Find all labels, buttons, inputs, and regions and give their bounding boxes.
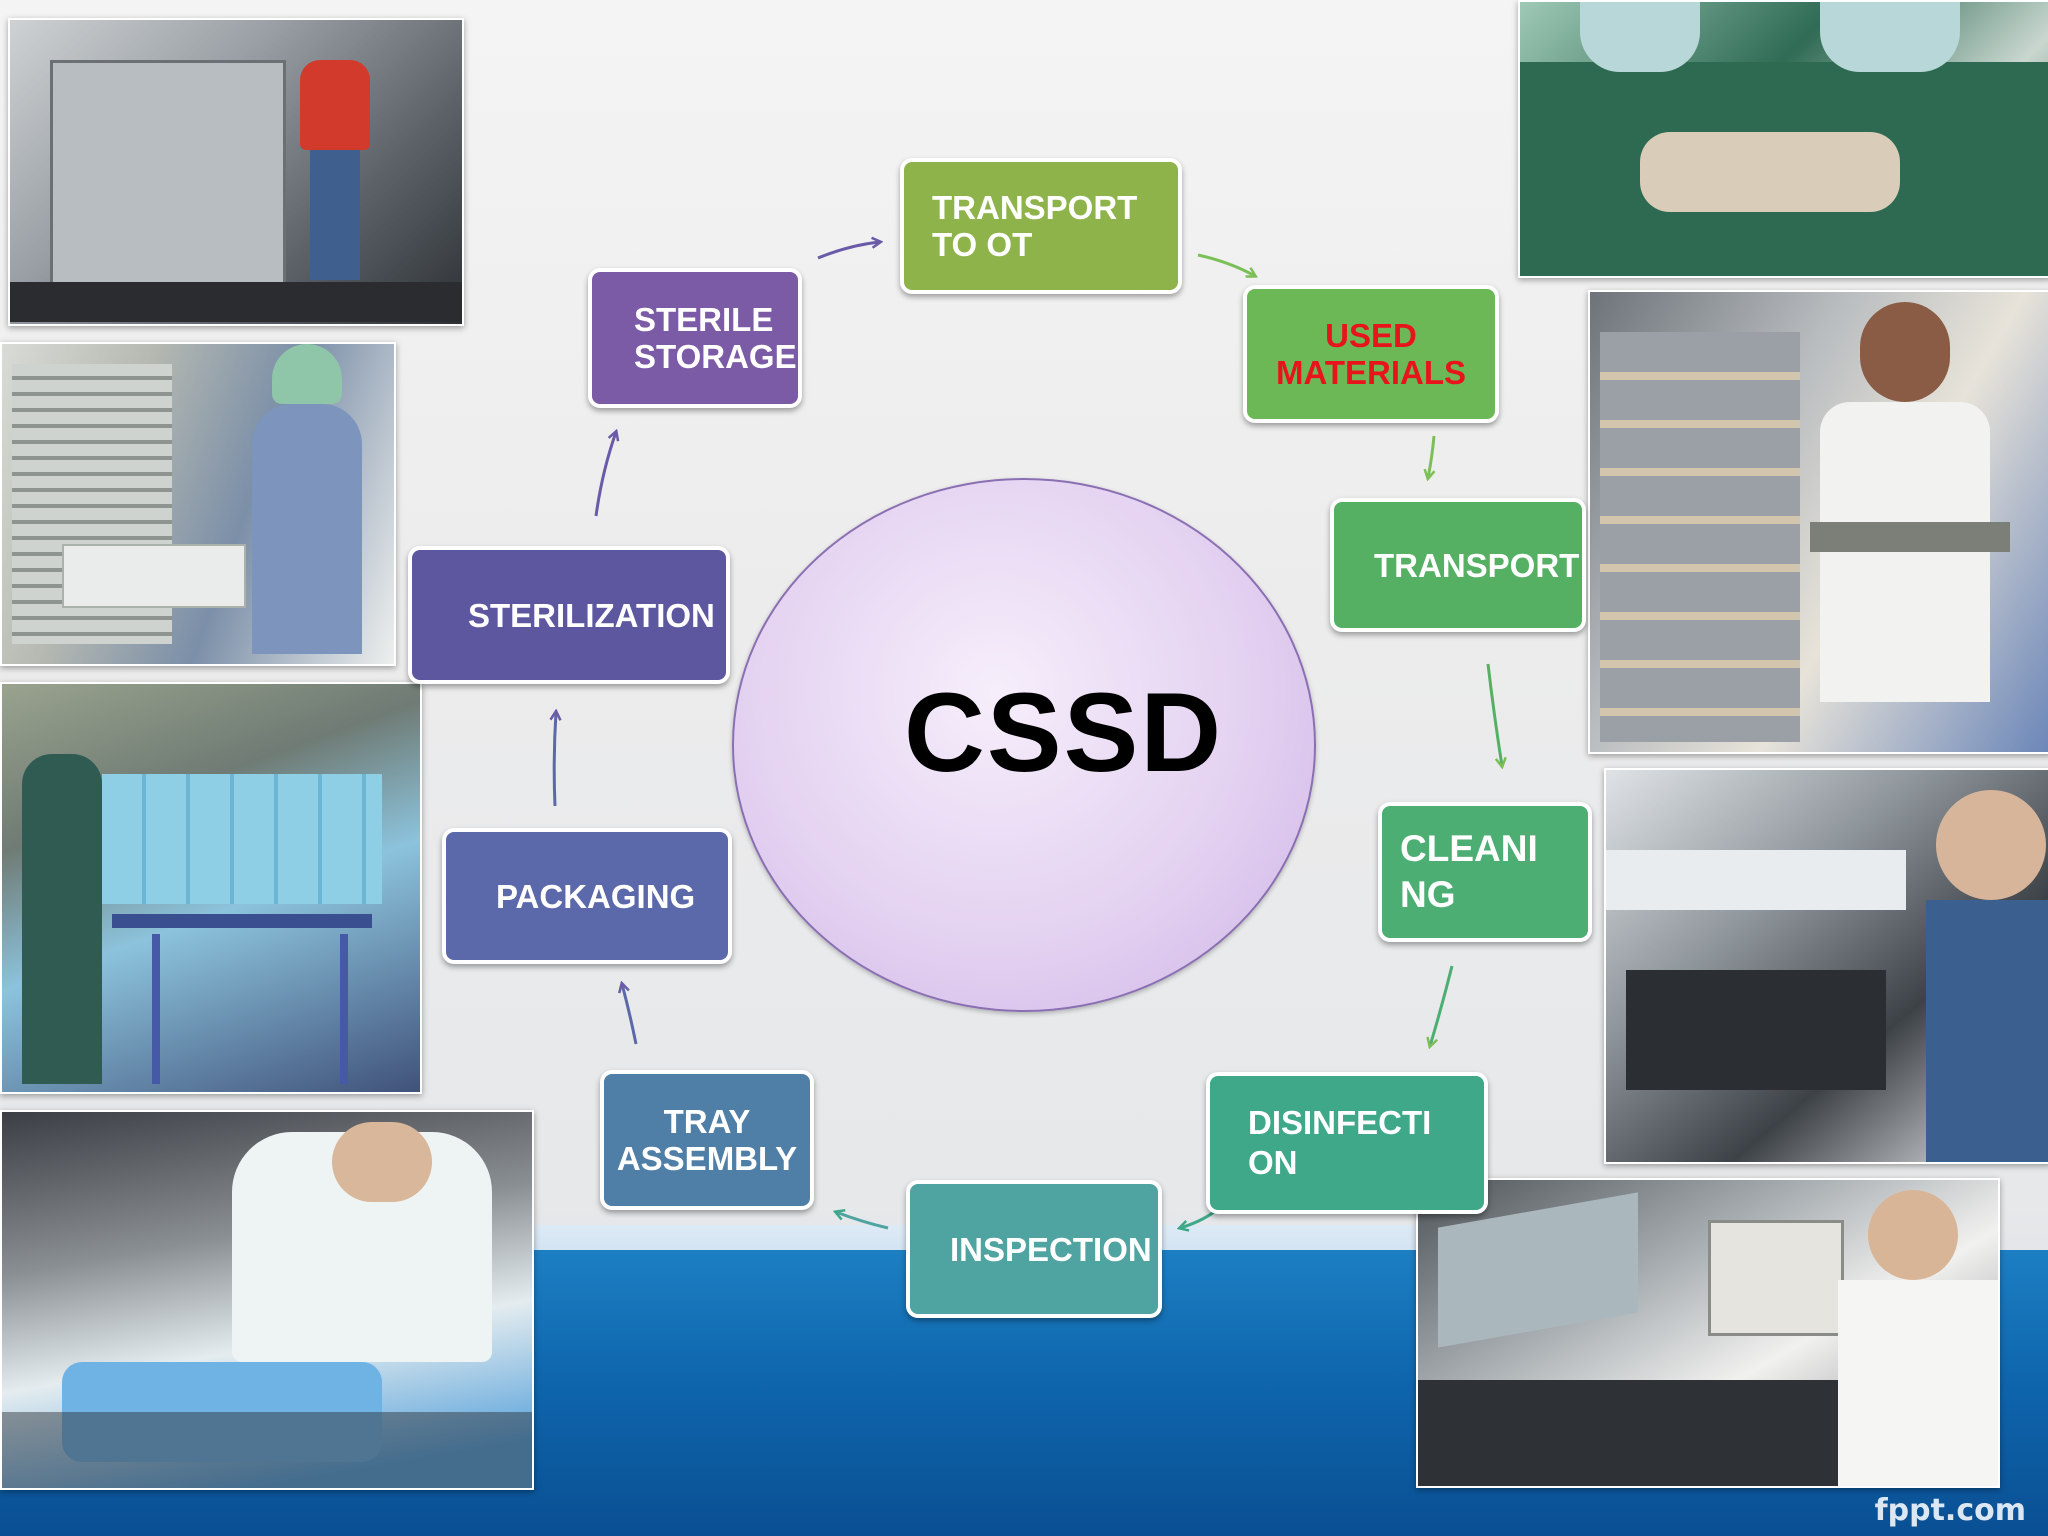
arrow-sterilization-to-storage [594, 432, 616, 517]
arrow-cleaning-to-disinfection [1430, 965, 1454, 1046]
step-tray-assembly: TRAY ASSEMBLY [600, 1070, 814, 1210]
arrow-transport-to-cleaning [1486, 663, 1502, 766]
arrow-disinfection-to-inspection [1180, 1210, 1215, 1228]
step-label: STERILIZATION [468, 596, 715, 634]
inspection-workstation-photo [1416, 1178, 2000, 1488]
step-transport: TRANSPORT [1330, 498, 1586, 632]
step-label: TRANSPORT [1374, 546, 1580, 584]
step-label: STERILE STORAGE [634, 301, 797, 375]
step-label: TRANSPORT TO OT [932, 189, 1138, 263]
step-cleaning: CLEANI NG [1378, 802, 1592, 942]
operation-theatre-photo [1518, 0, 2048, 278]
step-transport-to-ot: TRANSPORT TO OT [900, 158, 1182, 294]
arrow-transport-to-used [1197, 253, 1255, 276]
step-used-materials: USED MATERIALS [1243, 285, 1499, 423]
step-label: USED MATERIALS [1275, 317, 1467, 391]
step-sterilization: STERILIZATION [408, 546, 730, 684]
transport-trolley-photo [8, 18, 464, 326]
watermark: fppt.com [1874, 1493, 2026, 1528]
cabinet-cart-photo [1588, 290, 2048, 754]
step-label: DISINFECTI ON [1248, 1104, 1432, 1181]
step-packaging: PACKAGING [442, 828, 732, 964]
step-disinfection: DISINFECTI ON [1206, 1072, 1488, 1214]
step-sterile-storage: STERILE STORAGE [588, 268, 802, 408]
arrow-tray-to-packaging [622, 984, 638, 1045]
step-inspection: INSPECTION [906, 1180, 1162, 1318]
arrow-storage-to-transport [817, 242, 880, 260]
step-label: TRAY ASSEMBLY [616, 1103, 798, 1177]
cssd-hub-circle: CSSD [732, 478, 1316, 1012]
arrow-used-to-transport [1428, 435, 1436, 478]
packaging-cart-photo [0, 682, 422, 1094]
tray-wrapping-photo [0, 1110, 534, 1490]
cleaning-washer-photo [1604, 768, 2048, 1164]
step-label: PACKAGING [496, 877, 696, 915]
sterile-storage-photo [0, 342, 396, 666]
arrow-packaging-to-sterilization [554, 712, 556, 807]
arrow-inspection-to-tray [836, 1212, 889, 1230]
hub-label: CSSD [904, 670, 1224, 795]
step-label: CLEANI NG [1400, 828, 1538, 915]
step-label: INSPECTION [950, 1230, 1152, 1268]
